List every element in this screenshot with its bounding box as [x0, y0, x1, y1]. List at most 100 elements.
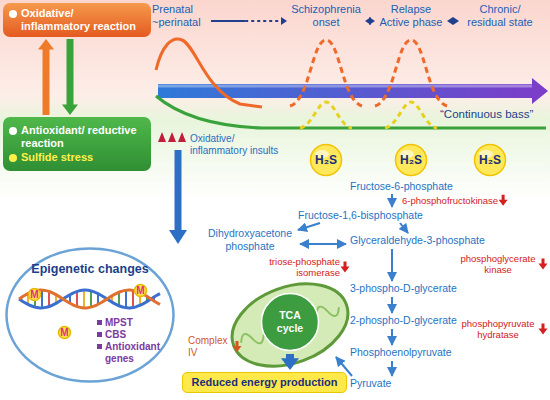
connector [281, 354, 299, 370]
decrease-arrow [539, 323, 548, 334]
pathway-arrow [391, 329, 393, 345]
oxidative-peak [290, 40, 362, 106]
node-text: Antioxidant genes [105, 341, 167, 365]
connector-shaft [43, 48, 50, 115]
node-text: M [60, 327, 68, 339]
label: “Continuous bass” [440, 108, 533, 122]
dna-rung [41, 290, 43, 308]
node-text: Oxidative/ inflammatory reaction [21, 7, 145, 33]
circle-outline [311, 145, 342, 176]
node-text: TCA cycle [266, 309, 314, 334]
pathway-arrow [391, 361, 393, 376]
phase-label: Schizophrenia onset [290, 3, 362, 29]
phase-label: Prenatal ~perinatal [152, 3, 208, 29]
label: Glyceraldehyde-3-phosphate [350, 234, 485, 247]
node-text: CBS [105, 329, 175, 341]
timeline-arrowhead [453, 17, 459, 25]
circle-outline [59, 327, 71, 339]
label: Fructose-6-phosphate [350, 180, 453, 193]
dna-rung [83, 290, 85, 308]
enzyme-label: 6-phosphofructokinase [402, 195, 498, 206]
enzyme-label: phosphopyruvate hydratase [458, 318, 538, 341]
insult-marker [168, 132, 176, 142]
connector [38, 39, 54, 115]
insult-arrow [175, 150, 182, 231]
node-text: M [30, 289, 38, 301]
label: 3-phospho-D-glycerate [350, 282, 457, 295]
result-box: Reduced energy production [182, 372, 347, 393]
node-text: Antioxidant/ reductive reaction [21, 124, 145, 150]
label: Pyruvate [350, 377, 391, 390]
h2s-circle: H₂S [394, 143, 428, 177]
decrease-arrow [539, 258, 548, 269]
label: Dihydroxyacetone phosphate [200, 227, 300, 252]
timeline-arrowhead [365, 17, 371, 25]
connector-shaft [67, 39, 74, 106]
enzyme-label: Complex IV [188, 335, 232, 359]
dna-rung [90, 291, 92, 307]
tca-circle: TCA cycle [260, 292, 320, 352]
dna-rung [125, 290, 127, 308]
decrease-arrow [233, 341, 242, 352]
enzyme-label: triose-phosphate isomerase [255, 256, 340, 279]
arrowhead [38, 39, 54, 49]
pathway-arrow [391, 297, 393, 313]
methyl-mark: M [27, 287, 42, 302]
circle-outline [29, 289, 41, 301]
arrowhead [281, 358, 299, 370]
node-text: Reduced energy production [191, 376, 337, 389]
label: Fructose-1,6-bisphosphate [298, 209, 423, 222]
sulfide-peak [300, 102, 352, 128]
epigenetic-ellipse: Epigenetic changesMPSTCBSAntioxidant gen… [5, 247, 175, 383]
dna-rung [132, 290, 134, 307]
circle-outline [135, 285, 147, 297]
pathway-arrow [298, 223, 320, 230]
phase-label: Chronic/ residual state [462, 3, 538, 29]
node-text: Epigenetic changes [5, 262, 175, 277]
oxidative-curve [156, 39, 262, 107]
timeline-dotted [245, 20, 281, 22]
timeline-arrowhead [281, 17, 287, 25]
process-box: Antioxidant/ reductive reactionSulfide s… [3, 117, 151, 171]
insult-marker [178, 132, 186, 142]
timeline [211, 20, 245, 22]
insult-marker [158, 132, 166, 142]
label: Phosphoenolpyruvate [350, 346, 452, 359]
node-text: H₂S [479, 153, 501, 167]
mitochondrion [221, 269, 360, 381]
node-text: H₂S [315, 153, 337, 167]
oxidative-peak [375, 40, 447, 106]
node-text: MPST [105, 317, 175, 329]
label: 2-phospho-D-glycerate [350, 314, 457, 327]
dna-rung [118, 292, 120, 306]
label: Oxidative/ inflammatory insults [190, 133, 285, 157]
dna-rung [48, 291, 50, 306]
node-text: M [136, 285, 144, 297]
sulfide-peak [385, 102, 437, 128]
connector [62, 39, 78, 115]
circle-outline [262, 294, 319, 351]
enzyme-label: phosphoglycerate kinase [458, 253, 538, 276]
timeline-arrowhead [447, 17, 453, 25]
dna-rung [76, 291, 78, 306]
pathway-arrow [391, 249, 393, 281]
h2s-circle: H₂S [309, 143, 343, 177]
antioxidant-curve [156, 96, 546, 128]
pathway-arrow [300, 243, 346, 245]
mitochondrion-outline [221, 269, 360, 381]
methyl-mark: M [57, 325, 72, 340]
h2s-circle: H₂S [473, 143, 507, 177]
insult-arrowhead [169, 230, 187, 244]
phase-label: Relapse Active phase [378, 3, 444, 29]
pathway-arrow [391, 194, 393, 207]
process-box: Oxidative/ inflammatory reaction [3, 3, 151, 37]
methyl-mark: M [133, 283, 148, 298]
decrease-arrow [499, 195, 508, 206]
circle-outline [396, 145, 427, 176]
decrease-arrow [341, 261, 350, 272]
node-text: H₂S [400, 153, 422, 167]
circle-outline [475, 145, 506, 176]
arrowhead [62, 105, 78, 115]
pathway-arrow [400, 223, 408, 233]
